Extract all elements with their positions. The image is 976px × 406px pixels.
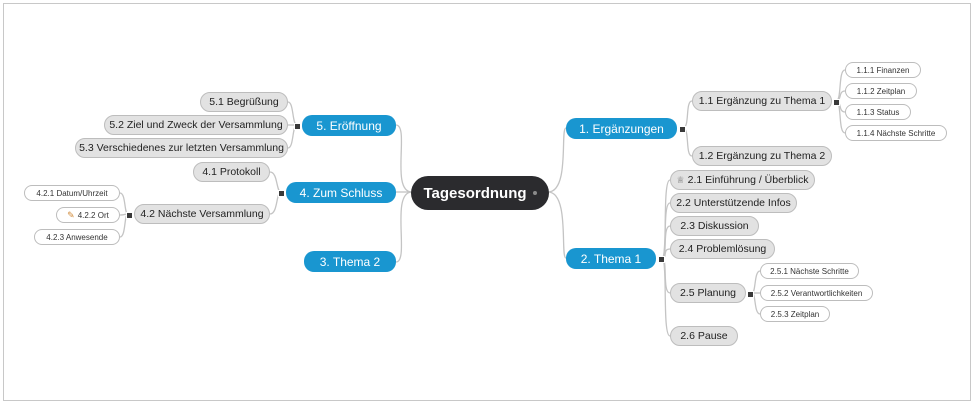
collapse-toggle[interactable] bbox=[679, 126, 686, 133]
topic-diskussion[interactable]: 2.3 Diskussion bbox=[670, 216, 759, 236]
topic-planung[interactable]: 2.5 Planung bbox=[670, 283, 746, 303]
topic-zeitplan-2[interactable]: 2.5.3 Zeitplan bbox=[760, 306, 830, 322]
topic-thema-2[interactable]: 3. Thema 2 bbox=[304, 251, 396, 272]
central-topic-label: Tagesordnung bbox=[423, 184, 527, 202]
topic-protokoll[interactable]: 4.1 Protokoll bbox=[193, 162, 270, 182]
topic-problemloesung[interactable]: 2.4 Problemlösung bbox=[670, 239, 775, 259]
map-pin-icon: ✎ bbox=[67, 209, 75, 220]
topic-pause[interactable]: 2.6 Pause bbox=[670, 326, 738, 346]
topic-ergaenzung-thema-2[interactable]: 1.2 Ergänzung zu Thema 2 bbox=[692, 146, 832, 166]
collapse-toggle[interactable] bbox=[658, 256, 665, 263]
central-topic[interactable]: Tagesordnung bbox=[411, 176, 549, 210]
topic-zum-schluss[interactable]: 4. Zum Schluss bbox=[286, 182, 396, 203]
topic-naechste-schritte-2[interactable]: 2.5.1 Nächste Schritte bbox=[760, 263, 859, 279]
topic-ergaenzung-thema-1[interactable]: 1.1 Ergänzung zu Thema 1 bbox=[692, 91, 832, 111]
topic-verschiedenes[interactable]: 5.3 Verschiedenes zur letzten Versammlun… bbox=[75, 138, 288, 158]
topic-zeitplan[interactable]: 1.1.2 Zeitplan bbox=[845, 83, 917, 99]
topic-ergaenzungen[interactable]: 1. Ergänzungen bbox=[566, 118, 677, 139]
topic-finanzen[interactable]: 1.1.1 Finanzen bbox=[845, 62, 921, 78]
topic-datum-uhrzeit[interactable]: 4.2.1 Datum/Uhrzeit bbox=[24, 185, 120, 201]
collapse-toggle[interactable] bbox=[294, 123, 301, 130]
topic-verantwortlichkeiten[interactable]: 2.5.2 Verantwortlichkeiten bbox=[760, 285, 873, 301]
collapse-toggle[interactable] bbox=[126, 212, 133, 219]
collapse-toggle[interactable] bbox=[278, 190, 285, 197]
topic-anwesende[interactable]: 4.2.3 Anwesende bbox=[34, 229, 120, 245]
topic-naechste-versammlung[interactable]: 4.2 Nächste Versammlung bbox=[134, 204, 270, 224]
canvas-frame bbox=[3, 3, 971, 401]
topic-einfuehrung[interactable]: ♕ 2.1 Einführung / Überblick bbox=[670, 170, 815, 190]
collapse-toggle[interactable] bbox=[833, 99, 840, 106]
topic-ziel-und-zweck[interactable]: 5.2 Ziel und Zweck der Versammlung bbox=[104, 115, 288, 135]
notes-indicator-icon bbox=[532, 191, 537, 195]
topic-status[interactable]: 1.1.3 Status bbox=[845, 104, 911, 120]
topic-naechste-schritte[interactable]: 1.1.4 Nächste Schritte bbox=[845, 125, 947, 141]
trophy-icon: ♕ bbox=[676, 174, 685, 185]
topic-begruessung[interactable]: 5.1 Begrüßung bbox=[200, 92, 288, 112]
topic-ort[interactable]: ✎ 4.2.2 Ort bbox=[56, 207, 120, 223]
topic-unterstuetzende-infos[interactable]: 2.2 Unterstützende Infos bbox=[670, 193, 797, 213]
collapse-toggle[interactable] bbox=[747, 291, 754, 298]
topic-eroeffnung[interactable]: 5. Eröffnung bbox=[302, 115, 396, 136]
topic-thema-1[interactable]: 2. Thema 1 bbox=[566, 248, 656, 269]
